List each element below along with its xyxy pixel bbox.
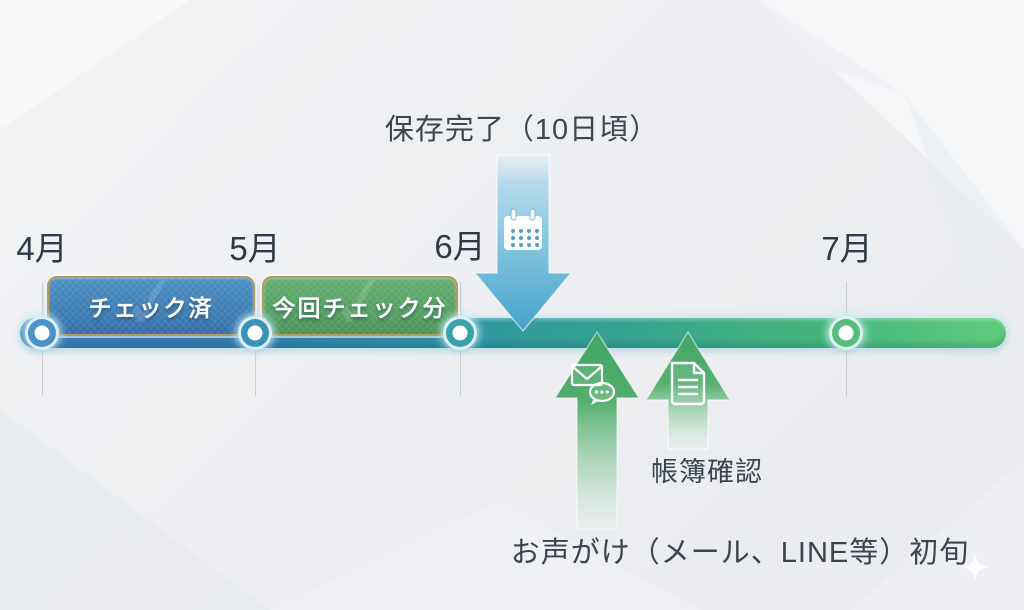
node-june	[443, 316, 477, 350]
outreach-label: お声がけ（メール、LINE等）初旬	[510, 537, 970, 569]
calendar-icon	[504, 208, 542, 250]
outreach-arrow	[553, 330, 641, 530]
badge-checked: ✓ チェック済	[47, 276, 255, 336]
ledger-arrow	[644, 330, 732, 450]
badge-current-check: ✓ 今回チェック分	[262, 276, 458, 336]
month-label-june: 6月	[434, 228, 486, 265]
node-july	[829, 316, 863, 350]
node-april	[25, 316, 59, 350]
mail-chat-icon	[570, 363, 616, 405]
badge-current-check-label: 今回チェック分	[272, 295, 448, 321]
node-may	[238, 316, 272, 350]
month-label-may: 5月	[229, 230, 281, 267]
ledger-check-label: 帳簿確認	[651, 457, 763, 487]
save-complete-arrow	[473, 154, 573, 333]
sparkle-icon	[961, 553, 989, 581]
document-icon	[670, 361, 706, 406]
badge-checked-label: チェック済	[88, 295, 214, 321]
save-complete-label: 保存完了（10日頃）	[384, 114, 660, 146]
month-label-april: 4月	[16, 230, 68, 267]
month-label-july: 7月	[821, 230, 873, 267]
